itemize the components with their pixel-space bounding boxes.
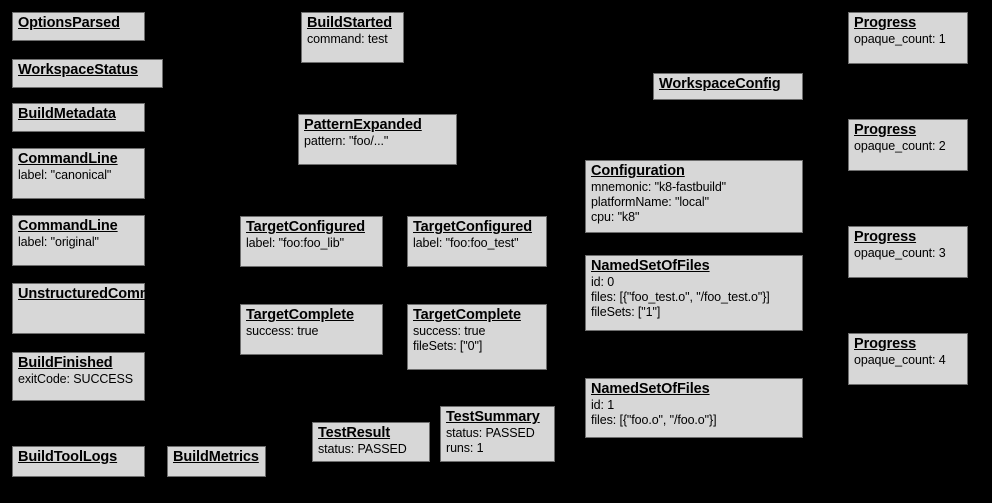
node-field: command: test — [307, 32, 388, 46]
node-build-tool-logs[interactable]: BuildToolLogs — [12, 446, 145, 477]
node-title: Progress — [854, 122, 917, 138]
node-title: BuildToolLogs — [18, 449, 118, 465]
node-unstructured-command-line[interactable]: UnstructuredCommandLine — [12, 283, 208, 334]
node-fields: opaque_count: 2 — [854, 139, 962, 154]
node-fields: success: true — [246, 324, 377, 339]
node-field: mnemonic: "k8-fastbuild" — [591, 180, 727, 194]
node-title: Progress — [854, 336, 917, 352]
node-title: BuildFinished — [18, 355, 113, 371]
node-field: success: true — [246, 324, 319, 338]
node-fields: mnemonic: "k8-fastbuild"platformName: "l… — [591, 180, 797, 225]
node-title: Configuration — [591, 163, 685, 179]
node-field: id: 1 — [591, 398, 615, 412]
node-title: TestSummary — [446, 409, 540, 425]
node-fields: command: test — [307, 32, 398, 47]
node-fields: opaque_count: 1 — [854, 32, 962, 47]
node-build-metrics[interactable]: BuildMetrics — [167, 446, 266, 477]
node-title: BuildMetadata — [18, 106, 116, 122]
node-fields: opaque_count: 4 — [854, 353, 962, 368]
node-title: TargetComplete — [413, 307, 521, 323]
node-field: pattern: "foo/..." — [304, 134, 389, 148]
node-fields: opaque_count: 3 — [854, 246, 962, 261]
node-fields: label: "foo:foo_lib" — [246, 236, 377, 251]
node-fields: status: PASSED — [318, 442, 424, 457]
node-fields: label: "original" — [18, 235, 139, 250]
node-field: opaque_count: 3 — [854, 246, 946, 260]
node-field: id: 0 — [591, 275, 615, 289]
node-field: files: [{"foo.o", "/foo.o"}] — [591, 413, 717, 427]
node-title: Progress — [854, 15, 917, 31]
node-title: OptionsParsed — [18, 15, 120, 31]
node-title: Progress — [854, 229, 917, 245]
node-field: fileSets: ["0"] — [413, 339, 483, 353]
node-fields: label: "canonical" — [18, 168, 139, 183]
node-title: CommandLine — [18, 218, 118, 234]
node-field: opaque_count: 2 — [854, 139, 946, 153]
node-field: status: PASSED — [318, 442, 407, 456]
node-field: opaque_count: 1 — [854, 32, 946, 46]
node-field: label: "canonical" — [18, 168, 112, 182]
node-field: label: "foo:foo_test" — [413, 236, 519, 250]
node-options-parsed[interactable]: OptionsParsed — [12, 12, 145, 41]
node-workspace-status[interactable]: WorkspaceStatus — [12, 59, 163, 88]
node-field: platformName: "local" — [591, 195, 709, 209]
node-fields: exitCode: SUCCESS — [18, 372, 139, 387]
node-title: TestResult — [318, 425, 391, 441]
node-field: cpu: "k8" — [591, 210, 640, 224]
node-title: NamedSetOfFiles — [591, 381, 710, 397]
node-title: BuildStarted — [307, 15, 393, 31]
node-field: files: [{"foo_test.o", "/foo_test.o"}] — [591, 290, 770, 304]
node-field: success: true — [413, 324, 486, 338]
node-fields: pattern: "foo/..." — [304, 134, 451, 149]
node-field: fileSets: ["1"] — [591, 305, 661, 319]
node-workspace-config[interactable]: WorkspaceConfig — [653, 73, 803, 100]
node-field: label: "original" — [18, 235, 99, 249]
node-field: exitCode: SUCCESS — [18, 372, 134, 386]
node-title: PatternExpanded — [304, 117, 422, 133]
node-title: CommandLine — [18, 151, 118, 167]
node-field: status: PASSED — [446, 426, 535, 440]
node-field: runs: 1 — [446, 441, 484, 455]
node-title: UnstructuredCommandLine — [18, 286, 208, 302]
node-title: WorkspaceConfig — [659, 76, 781, 92]
node-build-metadata[interactable]: BuildMetadata — [12, 103, 145, 132]
node-title: WorkspaceStatus — [18, 62, 138, 78]
node-fields: label: "foo:foo_test" — [413, 236, 541, 251]
node-title: NamedSetOfFiles — [591, 258, 710, 274]
node-title: TargetComplete — [246, 307, 354, 323]
node-title: BuildMetrics — [173, 449, 259, 465]
node-title: TargetConfigured — [413, 219, 532, 235]
node-field: label: "foo:foo_lib" — [246, 236, 344, 250]
node-field: opaque_count: 4 — [854, 353, 946, 367]
node-title: TargetConfigured — [246, 219, 365, 235]
